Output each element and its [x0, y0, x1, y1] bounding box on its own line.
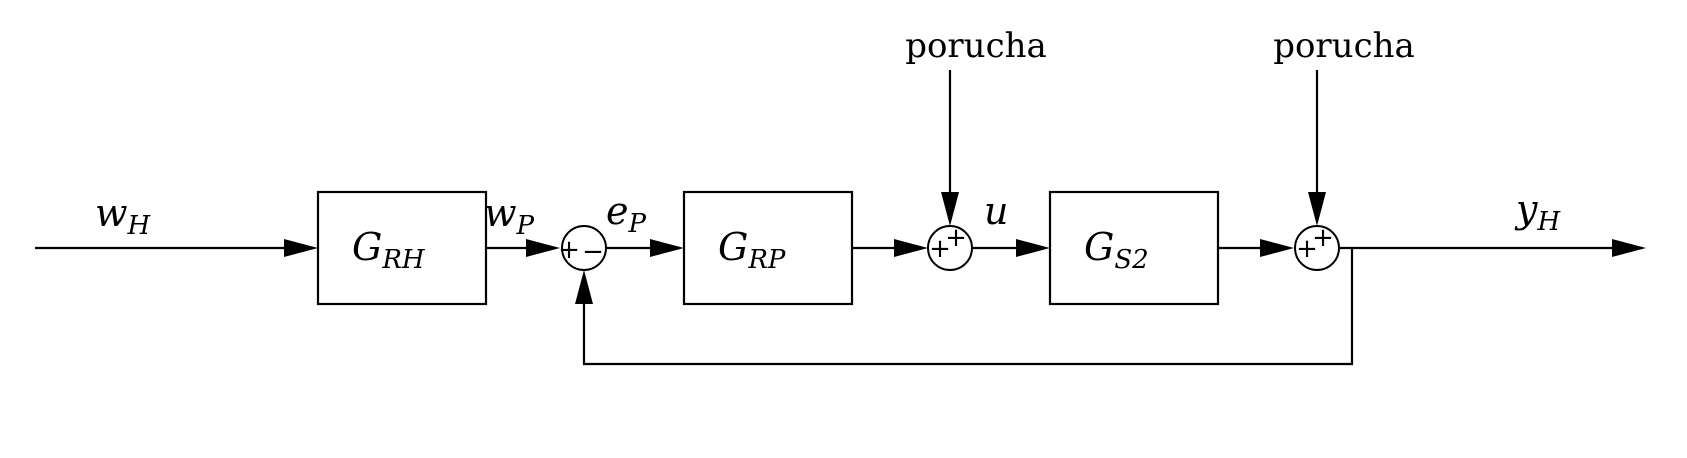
arrowhead-plant-output — [1260, 239, 1294, 257]
block-g-rp — [682, 190, 854, 306]
sum-d1-top-plus: + — [945, 223, 967, 253]
arrowhead-input — [284, 239, 318, 257]
block-g-rh-label: GRH — [352, 225, 426, 275]
block-g-rp-label: GRP — [718, 225, 786, 275]
sum-d2-top-plus: + — [1312, 223, 1334, 253]
sum-d2-left-plus: + — [1296, 234, 1318, 264]
signal-label-w-h: wH — [95, 191, 152, 241]
signal-label-y-h: yH — [1514, 187, 1561, 237]
block-g-s2-label: GS2 — [1084, 225, 1149, 275]
signal-label-u: u — [984, 189, 1008, 233]
arrowhead-disturbance-1 — [941, 192, 959, 226]
arrowhead-u — [1016, 239, 1050, 257]
wire-feedback — [582, 248, 1354, 366]
disturbance-label-1: porucha — [905, 26, 1047, 66]
signal-label-e-p: eP — [606, 189, 647, 239]
arrowhead-disturbance-2 — [1308, 192, 1326, 226]
arrowhead-feedback — [575, 270, 593, 304]
arrowhead-ep — [650, 239, 684, 257]
arrowhead-wp — [526, 239, 560, 257]
disturbance-label-2: porucha — [1273, 26, 1415, 66]
sum-error-plus-sign: + — [558, 235, 580, 265]
arrowhead-output — [1612, 239, 1646, 257]
sum-error-minus-sign: − — [582, 237, 604, 267]
arrowhead-controller-output — [894, 239, 928, 257]
signal-label-w-p: wP — [484, 191, 535, 241]
sum-d1-left-plus: + — [929, 234, 951, 264]
